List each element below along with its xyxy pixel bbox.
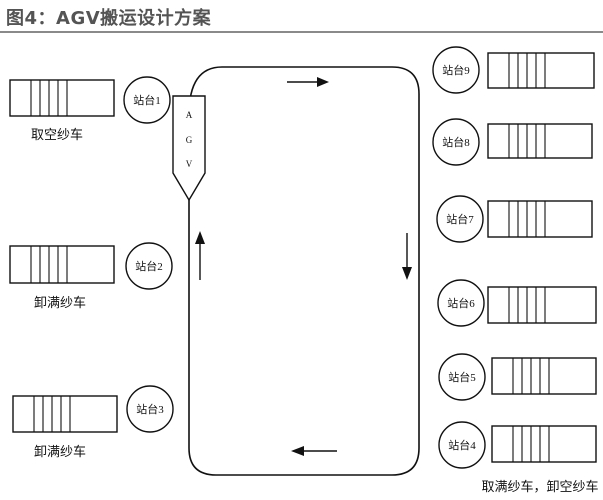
station-5: 站台5 (438, 353, 597, 401)
cart-caption: 取空纱车 (31, 127, 83, 142)
station-6: 站台6 (437, 279, 597, 327)
station-label: 站台4 (448, 438, 476, 452)
station-circle (125, 242, 173, 290)
agv-track-loop (188, 66, 420, 476)
station-circle (126, 385, 174, 433)
station-circle (432, 118, 480, 166)
station-label: 站台9 (442, 63, 470, 77)
station-label: 站台3 (136, 402, 164, 416)
station-label: 站台1 (133, 93, 161, 107)
agv-letter: G (186, 135, 193, 145)
station-1: 站台1 取空纱车 (9, 76, 171, 142)
figure-title: 图4：AGV搬运设计方案 (6, 8, 212, 29)
station-circle (436, 195, 484, 243)
station-8: 站台8 (432, 118, 593, 166)
spool-cart (12, 395, 118, 433)
figure-header: 图4：AGV搬运设计方案 (0, 0, 603, 33)
station-3: 站台3 卸满纱车 (12, 385, 174, 459)
right-caption: 取满纱车，卸空纱车 (481, 479, 598, 494)
spool-cart (487, 123, 593, 159)
header-rule (0, 31, 603, 33)
station-circle (437, 279, 485, 327)
station-9: 站台9 (432, 46, 595, 94)
station-circle (123, 76, 171, 124)
cart-caption: 卸满纱车 (34, 295, 86, 310)
arrow-right-icon (287, 77, 329, 87)
arrow-down-icon (402, 233, 412, 280)
agv-letter: A (186, 110, 193, 120)
spool-cart (9, 79, 115, 117)
station-label: 站台6 (447, 296, 475, 310)
spool-cart (487, 286, 597, 324)
spool-cart (9, 245, 115, 284)
agv-letter: V (186, 159, 193, 169)
station-label: 站台8 (442, 135, 470, 149)
agv-vehicle: A G V (172, 95, 206, 202)
station-circle (438, 421, 486, 469)
spool-cart (487, 200, 593, 238)
station-7: 站台7 (436, 195, 593, 243)
spool-cart (491, 425, 597, 463)
cart-caption: 卸满纱车 (34, 444, 86, 459)
station-label: 站台2 (135, 259, 163, 273)
spool-cart (491, 357, 597, 395)
station-4: 站台4 (438, 421, 597, 469)
station-circle (438, 353, 486, 401)
station-circle (432, 46, 480, 94)
station-label: 站台5 (448, 370, 476, 384)
station-label: 站台7 (446, 212, 474, 226)
arrow-up-icon (195, 231, 205, 280)
spool-cart (487, 52, 595, 89)
station-2: 站台2 卸满纱车 (9, 242, 173, 310)
arrow-left-icon (291, 446, 337, 456)
